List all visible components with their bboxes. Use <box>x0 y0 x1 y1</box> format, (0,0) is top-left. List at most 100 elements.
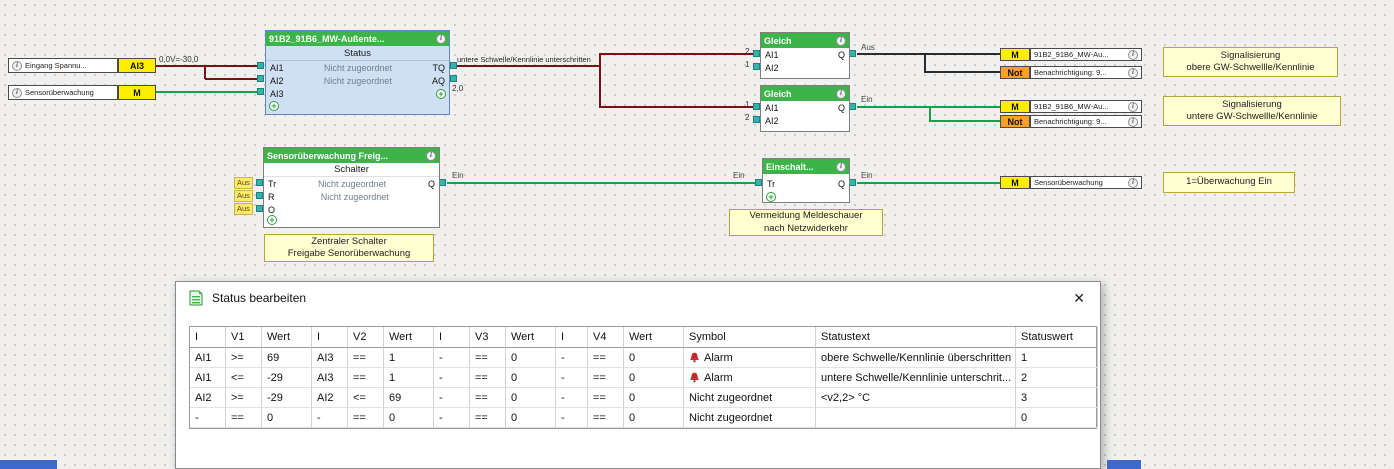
input-ref-eingang-spannung[interactable]: i Eingang Spannu... AI3 <box>8 58 156 73</box>
output-ref-tag[interactable]: M <box>1000 48 1030 61</box>
info-icon[interactable]: i <box>836 88 846 99</box>
note-signal-obere[interactable]: Signalisierung obere GW-Schwellle/Kennli… <box>1163 47 1338 77</box>
dialog-titlebar[interactable]: Status bearbeiten ✕ <box>176 282 1100 314</box>
note-meldeschauer[interactable]: Vermeidung Meldeschauer nach Netzwiderke… <box>729 209 883 236</box>
block-subtitle: Schalter <box>264 163 439 177</box>
connector-pin[interactable] <box>257 88 264 95</box>
column-header[interactable]: Wert <box>624 327 684 348</box>
note-zentraler-schalter[interactable]: Zentraler Schalter Freigabe Senorüberwac… <box>264 234 434 262</box>
info-icon[interactable]: i <box>836 161 846 172</box>
column-header[interactable]: Wert <box>506 327 556 348</box>
statuswert-cell: 1 <box>1016 348 1098 368</box>
connector-pin[interactable] <box>256 192 263 199</box>
info-icon[interactable]: i <box>12 87 22 98</box>
condition-cell: == <box>588 408 624 428</box>
info-icon[interactable]: i <box>836 35 846 46</box>
connector-pin[interactable] <box>755 179 762 186</box>
column-header[interactable]: V3 <box>470 327 506 348</box>
note-ueberwachung-ein[interactable]: 1=Überwachung Ein <box>1163 172 1295 193</box>
pin-label: AI1 <box>270 62 284 73</box>
column-header[interactable]: Statuswert <box>1016 327 1098 348</box>
add-pin-button[interactable]: + <box>269 101 279 111</box>
note-signal-untere[interactable]: Signalisierung untere GW-Schwellle/Kennl… <box>1163 96 1341 126</box>
pin-label: O <box>268 204 276 215</box>
info-icon[interactable]: i <box>426 150 436 161</box>
column-header[interactable]: V1 <box>226 327 262 348</box>
output-ref-tag[interactable]: Not <box>1000 115 1030 128</box>
column-header[interactable]: Wert <box>262 327 312 348</box>
gleich-block-1[interactable]: Gleich i AI1 Q AI2 <box>760 32 850 79</box>
column-header[interactable]: I <box>312 327 348 348</box>
einschalt-block[interactable]: Einschalt... i Tr Q <box>762 158 850 203</box>
connector-pin[interactable] <box>256 205 263 212</box>
column-header[interactable]: I <box>190 327 226 348</box>
connector-pin[interactable] <box>753 116 760 123</box>
connector-pin[interactable] <box>753 63 760 70</box>
column-header[interactable]: V4 <box>588 327 624 348</box>
connector-pin[interactable] <box>450 62 457 69</box>
condition-cell: 0 <box>624 388 684 408</box>
condition-cell: AI3 <box>312 348 348 368</box>
output-ref-notification-2[interactable]: Not Benachrichtigung: 9... i <box>1000 115 1142 128</box>
output-ref-sensorueberwachung[interactable]: M Sensorüberwachung i <box>1000 176 1142 189</box>
wire-segment <box>857 53 1000 55</box>
column-header[interactable]: I <box>434 327 470 348</box>
connector-pin[interactable] <box>753 103 760 110</box>
condition-cell: == <box>588 348 624 368</box>
wire-segment <box>930 120 1000 122</box>
output-ref-tag[interactable]: M <box>1000 100 1030 113</box>
output-ref-merker-2[interactable]: M 91B2_91B6_MW-Au... i <box>1000 100 1142 113</box>
connector-pin[interactable] <box>439 179 446 186</box>
input-ref-tag[interactable]: AI3 <box>118 58 156 73</box>
add-pin-button[interactable]: + <box>766 192 776 202</box>
condition-cell: == <box>348 348 384 368</box>
connector-pin[interactable] <box>257 62 264 69</box>
info-icon[interactable]: i <box>1128 177 1138 188</box>
connector-pin[interactable] <box>849 103 856 110</box>
wire-state-label: Ein <box>452 171 464 180</box>
connector-pin[interactable] <box>849 50 856 57</box>
info-icon[interactable]: i <box>12 60 22 71</box>
gleich-block-2[interactable]: Gleich i AI1 Q AI2 <box>760 85 850 132</box>
taskbar-fragment-right[interactable] <box>1107 460 1141 469</box>
output-ref-tag[interactable]: M <box>1000 176 1030 189</box>
info-icon[interactable]: i <box>1128 67 1138 78</box>
connector-pin[interactable] <box>450 75 457 82</box>
info-icon[interactable]: i <box>1128 49 1138 60</box>
add-pin-button[interactable]: + <box>436 89 446 99</box>
column-header[interactable]: I <box>556 327 588 348</box>
output-ref-tag[interactable]: Not <box>1000 66 1030 79</box>
column-header[interactable]: Statustext <box>816 327 1016 348</box>
info-icon[interactable]: i <box>436 33 446 44</box>
input-ref-sensorueberwachung[interactable]: i Sensorüberwachung M <box>8 85 156 100</box>
schalter-block[interactable]: Sensorüberwachung Freig... i Schalter Tr… <box>263 147 440 228</box>
input-state-label: Aus <box>234 177 253 189</box>
pin-label: Tr <box>268 178 277 189</box>
output-ref-merker-1[interactable]: M 91B2_91B6_MW-Au... i <box>1000 48 1142 61</box>
condition-cell: - <box>556 348 588 368</box>
column-header[interactable]: Wert <box>384 327 434 348</box>
add-pin-button[interactable]: + <box>267 215 277 225</box>
info-icon[interactable]: i <box>1128 101 1138 112</box>
input-ref-tag[interactable]: M <box>118 85 156 100</box>
connector-pin[interactable] <box>849 179 856 186</box>
pin-label: Q <box>837 49 845 60</box>
connector-pin[interactable] <box>753 50 760 57</box>
close-icon[interactable]: ✕ <box>1073 289 1085 306</box>
taskbar-fragment-left[interactable] <box>0 460 57 469</box>
function-block-status[interactable]: 91B2_91B6_MW-Außente... i Status AI1 Nic… <box>265 30 450 115</box>
column-header[interactable]: Symbol <box>684 327 816 348</box>
pin-label: R <box>268 191 275 202</box>
condition-cell: <= <box>348 388 384 408</box>
column-header[interactable]: V2 <box>348 327 384 348</box>
connector-pin[interactable] <box>256 179 263 186</box>
info-icon[interactable]: i <box>1128 116 1138 127</box>
connector-pin[interactable] <box>257 75 264 82</box>
output-ref-notification-1[interactable]: Not Benachrichtigung: 9... i <box>1000 66 1142 79</box>
